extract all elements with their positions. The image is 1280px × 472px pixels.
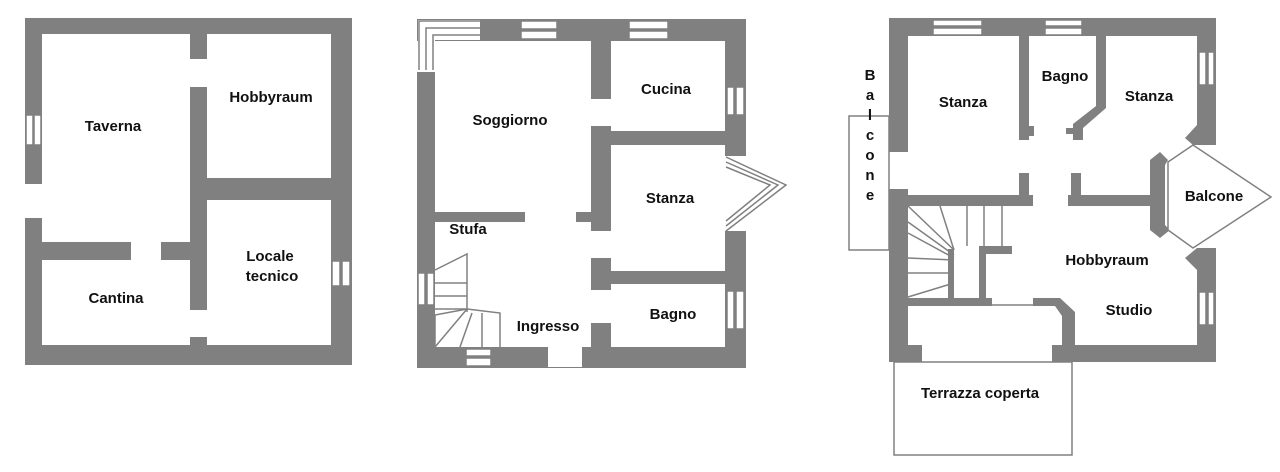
room-label-cantina: Cantina [88, 290, 144, 307]
room-label-studio: Studio [1106, 302, 1153, 319]
balcone-right-outline [1167, 144, 1273, 249]
window [465, 348, 492, 367]
window [1044, 19, 1083, 36]
staircase [907, 205, 1033, 306]
room-label-balcone-right: Balcone [1185, 188, 1243, 205]
room-label-taverna: Taverna [85, 118, 142, 135]
plan-ground: Soggiorno Cucina Stanza Stufa Ingresso B… [417, 19, 788, 368]
room-label-terrazza-coperta: Terrazza coperta [921, 385, 1040, 402]
room-label-cucina: Cucina [641, 81, 692, 98]
window [726, 290, 745, 330]
window [417, 272, 435, 306]
window [520, 20, 558, 40]
plan-upper: Stanza Bagno Stanza Balcone Hobbyraum St… [848, 18, 1273, 456]
room-label-locale-tecnico-2: tecnico [246, 268, 299, 285]
room-label-stanza-left: Stanza [939, 94, 988, 111]
staircase [434, 252, 501, 348]
room-label-hobbyraum: Hobbyraum [229, 89, 312, 106]
window [25, 114, 42, 146]
window [628, 20, 669, 40]
room-label-locale-tecnico: Locale [246, 248, 294, 265]
window [331, 260, 351, 287]
window [1198, 291, 1215, 326]
room-label-stufa: Stufa [449, 221, 487, 238]
window [726, 86, 745, 116]
room-label-balcone-left: Balcone [862, 67, 879, 207]
room-label-stanza: Stanza [646, 190, 695, 207]
room-label-stanza-right: Stanza [1125, 88, 1174, 105]
window [932, 19, 983, 36]
window [1198, 51, 1215, 86]
room-label-ingresso: Ingresso [517, 318, 580, 335]
room-label-bagno: Bagno [1042, 68, 1089, 85]
bay-window [725, 156, 788, 232]
balcone-left-outline [848, 115, 890, 251]
room-label-bagno: Bagno [650, 306, 697, 323]
room-label-hobbyraum: Hobbyraum [1065, 252, 1148, 269]
room-label-soggiorno: Soggiorno [473, 112, 548, 129]
plan-basement: Taverna Hobbyraum Locale tecnico Cantina [25, 18, 352, 365]
terrazza-outline [893, 361, 1073, 456]
